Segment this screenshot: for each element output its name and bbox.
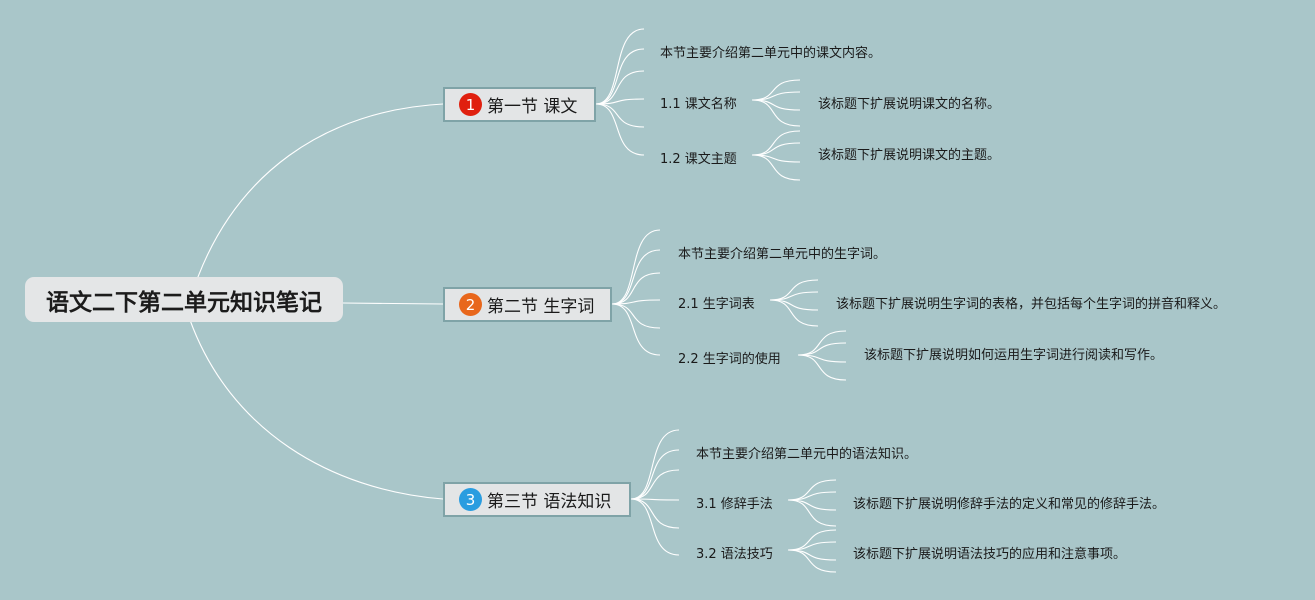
sub-3-2-fan-0 bbox=[787, 529, 837, 551]
sub-1-2-fan-1 bbox=[751, 142, 801, 156]
sub-2-1-fan-2 bbox=[769, 299, 819, 311]
sub-1-1-fan-2 bbox=[751, 99, 801, 111]
sub-3-1-fan-3 bbox=[787, 499, 837, 527]
sub-2-1-fan-3 bbox=[769, 299, 819, 327]
section-1-fan-3 bbox=[595, 98, 645, 105]
section-2[interactable]: 2 第二节 生字词 bbox=[443, 287, 612, 322]
subtopic-1-1[interactable]: 1.1 课文名称 bbox=[660, 97, 737, 112]
section-title: 第一节 课文 bbox=[487, 97, 578, 117]
sub-3-2-fan-1 bbox=[787, 541, 837, 551]
sub-2-2-fan-1 bbox=[797, 342, 847, 356]
section-1-fan-1 bbox=[595, 48, 645, 105]
section-1[interactable]: 1 第一节 课文 bbox=[443, 87, 596, 122]
section-2-intro[interactable]: 本节主要介绍第二单元中的生字词。 bbox=[678, 247, 887, 262]
detail-1-2[interactable]: 该标题下扩展说明课文的主题。 bbox=[818, 148, 1001, 163]
section-2-fan-4 bbox=[611, 303, 661, 329]
detail-2-2[interactable]: 该标题下扩展说明如何运用生字词进行阅读和写作。 bbox=[864, 348, 1164, 363]
section-number-badge: 3 bbox=[459, 488, 482, 511]
section-1-fan-5 bbox=[595, 103, 645, 156]
section-3-fan-3 bbox=[630, 498, 680, 501]
section-3-fan-1 bbox=[630, 449, 680, 500]
section-2-fan-1 bbox=[611, 249, 661, 305]
section-3-fan-5 bbox=[630, 498, 680, 556]
section-2-fan-3 bbox=[611, 299, 661, 305]
section-3-fan-2 bbox=[630, 469, 680, 500]
subtopic-3-2[interactable]: 3.2 语法技巧 bbox=[696, 547, 773, 562]
section-1-fan-4 bbox=[595, 103, 645, 128]
sub-2-1-fan-1 bbox=[769, 291, 819, 301]
section-1-fan-0 bbox=[595, 28, 645, 105]
section-3-fan-0 bbox=[630, 429, 680, 500]
section-3-intro[interactable]: 本节主要介绍第二单元中的语法知识。 bbox=[696, 447, 918, 462]
detail-3-1[interactable]: 该标题下扩展说明修辞手法的定义和常见的修辞手法。 bbox=[853, 497, 1166, 512]
subtopic-1-2[interactable]: 1.2 课文主题 bbox=[660, 152, 737, 167]
subtopic-2-2[interactable]: 2.2 生字词的使用 bbox=[678, 352, 781, 367]
sub-3-1-fan-1 bbox=[787, 491, 837, 501]
root-link-1 bbox=[189, 103, 444, 301]
detail-1-1[interactable]: 该标题下扩展说明课文的名称。 bbox=[818, 97, 1001, 112]
subtopic-2-1[interactable]: 2.1 生字词表 bbox=[678, 297, 755, 312]
sub-3-2-fan-3 bbox=[787, 549, 837, 573]
sub-1-1-fan-3 bbox=[751, 99, 801, 127]
section-title: 第三节 语法知识 bbox=[487, 492, 612, 512]
detail-3-2[interactable]: 该标题下扩展说明语法技巧的应用和注意事项。 bbox=[853, 547, 1127, 562]
section-1-fan-2 bbox=[595, 70, 645, 105]
section-2-fan-0 bbox=[611, 229, 661, 305]
section-2-fan-5 bbox=[611, 303, 661, 356]
sub-3-1-fan-0 bbox=[787, 479, 837, 501]
section-title: 第二节 生字词 bbox=[487, 297, 595, 317]
sub-3-2-fan-2 bbox=[787, 549, 837, 561]
section-3-fan-4 bbox=[630, 498, 680, 529]
root-topic[interactable]: 语文二下第二单元知识笔记 bbox=[25, 277, 343, 322]
section-1-intro[interactable]: 本节主要介绍第二单元中的课文内容。 bbox=[660, 46, 882, 61]
subtopic-3-1[interactable]: 3.1 修辞手法 bbox=[696, 497, 773, 512]
root-link-3 bbox=[189, 319, 444, 500]
sub-1-1-fan-1 bbox=[751, 91, 801, 101]
sub-2-1-fan-0 bbox=[769, 279, 819, 301]
sub-2-2-fan-3 bbox=[797, 354, 847, 381]
section-number-badge: 1 bbox=[459, 93, 482, 116]
section-2-fan-2 bbox=[611, 272, 661, 305]
sub-1-1-fan-0 bbox=[751, 79, 801, 101]
root-link-2 bbox=[342, 302, 444, 305]
detail-2-1[interactable]: 该标题下扩展说明生字词的表格，并包括每个生字词的拼音和释义。 bbox=[836, 297, 1227, 312]
section-number-badge: 2 bbox=[459, 293, 482, 316]
root-title: 语文二下第二单元知识笔记 bbox=[46, 289, 322, 316]
section-3[interactable]: 3 第三节 语法知识 bbox=[443, 482, 631, 517]
sub-3-1-fan-2 bbox=[787, 499, 837, 511]
sub-1-2-fan-3 bbox=[751, 154, 801, 181]
